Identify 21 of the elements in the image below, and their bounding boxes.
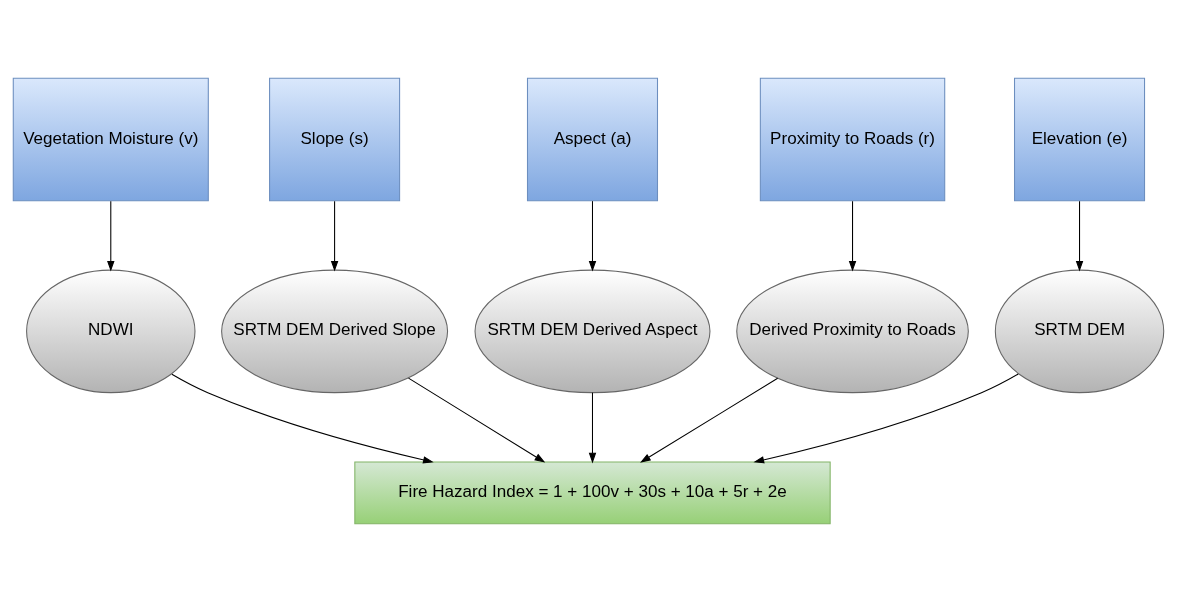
arrow xyxy=(588,200,597,272)
arrow xyxy=(588,392,597,464)
arrow xyxy=(1075,200,1084,272)
node-box: Fire Hazard Index = 1 + 100v + 30s + 10a + 5r + 2e xyxy=(354,461,831,525)
arrow xyxy=(407,377,546,463)
node-ellipse: SRTM DEM xyxy=(994,269,1165,394)
node-box: Slope (s) xyxy=(269,77,401,202)
node-box: Elevation (e) xyxy=(1014,77,1146,202)
arrow xyxy=(107,200,115,272)
node-ellipse: SRTM DEM Derived Slope xyxy=(221,269,449,394)
node-box: Proximity to Roads (r) xyxy=(759,77,946,202)
node-box: Aspect (a) xyxy=(526,77,659,202)
arrow xyxy=(330,200,339,272)
node-ellipse: Derived Proximity to Roads xyxy=(736,269,969,394)
node-box: Vegetation Moisture (v) xyxy=(12,77,209,202)
node-ellipse: NDWI xyxy=(26,269,196,394)
arrow xyxy=(753,373,1019,464)
node-ellipse: SRTM DEM Derived Aspect xyxy=(474,269,711,394)
arrow xyxy=(640,377,779,463)
arrow xyxy=(848,200,857,272)
arrow xyxy=(171,373,434,464)
